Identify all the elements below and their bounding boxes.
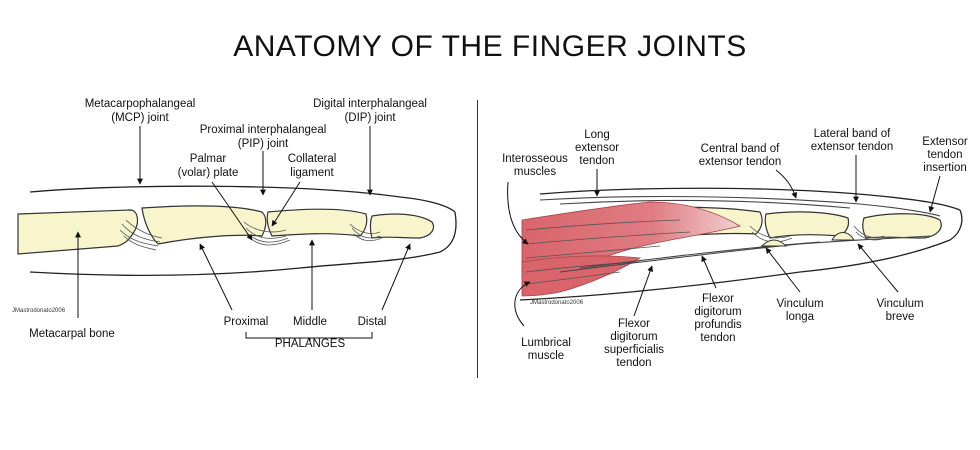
left-finger-illustration: JMastrodonato2006 bbox=[12, 185, 457, 314]
fdp-label-3: profundis bbox=[694, 319, 742, 331]
distal-phalanx-shape bbox=[369, 213, 435, 239]
extensor-insertion-label-1: Extensor bbox=[922, 136, 968, 148]
left-skin-palmar bbox=[29, 211, 457, 276]
fdp-pointer bbox=[701, 255, 717, 289]
fds-label-1: Flexor bbox=[618, 318, 650, 330]
vinculum-longa-label-1: Vinculum bbox=[776, 298, 823, 310]
page-title: ANATOMY OF THE FINGER JOINTS bbox=[233, 30, 747, 63]
central-band-pointer bbox=[775, 169, 798, 199]
mcp-label-1: Metacarpophalangeal bbox=[85, 98, 196, 110]
long-extensor-label-1: Long bbox=[584, 129, 610, 141]
right-signature: JMastrodonato2006 bbox=[530, 300, 584, 306]
dip-ligament-fibers bbox=[349, 223, 383, 242]
phalanges-label: PHALANGES bbox=[275, 338, 346, 350]
extensor-insertion-pointer bbox=[928, 175, 941, 213]
fds-label-3: superficialis bbox=[604, 344, 664, 356]
left-signature: JMastrodonato2006 bbox=[12, 308, 66, 314]
lateral-band-label-1: Lateral band of bbox=[814, 128, 892, 140]
fdp-label-1: Flexor bbox=[702, 293, 734, 305]
collateral-label-1: Collateral bbox=[288, 153, 337, 165]
metacarpal-label: Metacarpal bone bbox=[29, 328, 115, 340]
vincula-shapes bbox=[760, 232, 855, 247]
central-band-label-2: extensor tendon bbox=[699, 156, 781, 168]
right-middle-phalanx-shape bbox=[764, 211, 850, 239]
vinculum-breve-pointer bbox=[857, 243, 899, 293]
pip-label-2: (PIP) joint bbox=[238, 138, 289, 150]
interosseous-label-1: Interosseous bbox=[502, 153, 568, 165]
central-band-label-1: Central band of bbox=[701, 143, 780, 155]
extensor-insertion-label-3: insertion bbox=[923, 162, 966, 174]
lateral-band-label-2: extensor tendon bbox=[811, 141, 893, 153]
middle-phalanx-shape bbox=[266, 208, 368, 237]
interosseous-pointer bbox=[507, 181, 529, 245]
interosseous-label-2: muscles bbox=[514, 166, 556, 178]
long-extensor-label-2: extensor bbox=[575, 142, 619, 154]
palmar-label-2: (volar) plate bbox=[178, 167, 239, 179]
vinculum-breve-label-1: Vinculum bbox=[876, 298, 923, 310]
lumbrical-label-1: Lumbrical bbox=[521, 337, 571, 349]
dip-label-1: Digital interphalangeal bbox=[313, 98, 427, 110]
right-skin-dorsal bbox=[539, 187, 961, 211]
long-extensor-label-3: tendon bbox=[579, 155, 614, 167]
lumbrical-pointer bbox=[514, 281, 531, 327]
right-distal-phalanx-shape bbox=[862, 213, 942, 239]
pip-ligament-fibers bbox=[243, 221, 291, 246]
lumbrical-label-2: muscle bbox=[528, 350, 564, 362]
proximal-pointer bbox=[199, 243, 233, 311]
muscle-fibers bbox=[525, 219, 691, 285]
vinculum-longa-label-2: longa bbox=[786, 311, 815, 323]
mcp-ligament-fibers bbox=[119, 219, 163, 251]
proximal-label: Proximal bbox=[224, 316, 269, 328]
distal-pointer bbox=[381, 243, 411, 311]
fds-label-4: tendon bbox=[616, 357, 651, 369]
phalanges-bracket bbox=[245, 332, 373, 341]
collateral-pointer bbox=[271, 181, 301, 227]
lumbrical-muscle-shape bbox=[521, 255, 642, 297]
vinculum-breve-label-2: breve bbox=[886, 311, 915, 323]
vinculum-longa-pointer bbox=[765, 247, 801, 293]
distal-label: Distal bbox=[358, 316, 387, 328]
fdp-label-2: digitorum bbox=[694, 306, 741, 318]
palmar-label-1: Palmar bbox=[190, 153, 227, 165]
fdp-label-4: tendon bbox=[700, 332, 735, 344]
pip-label-1: Proximal interphalangeal bbox=[200, 124, 327, 136]
left-skin-dorsal bbox=[29, 185, 456, 213]
fds-pointer bbox=[633, 265, 653, 317]
collateral-label-2: ligament bbox=[290, 167, 334, 179]
palmar-pointer bbox=[211, 181, 253, 241]
extensor-insertion-label-2: tendon bbox=[927, 149, 962, 161]
panel-divider bbox=[477, 100, 478, 378]
proximal-phalanx-shape bbox=[141, 205, 267, 245]
mcp-label-2: (MCP) joint bbox=[111, 112, 169, 124]
dip-label-2: (DIP) joint bbox=[344, 112, 396, 124]
right-finger-illustration: JMastrodonato2006 bbox=[519, 187, 963, 306]
extensor-tendon-lines bbox=[539, 195, 941, 217]
middle-label: Middle bbox=[293, 316, 327, 328]
fds-label-2: digitorum bbox=[610, 331, 657, 343]
right-skin-palmar bbox=[519, 209, 963, 301]
